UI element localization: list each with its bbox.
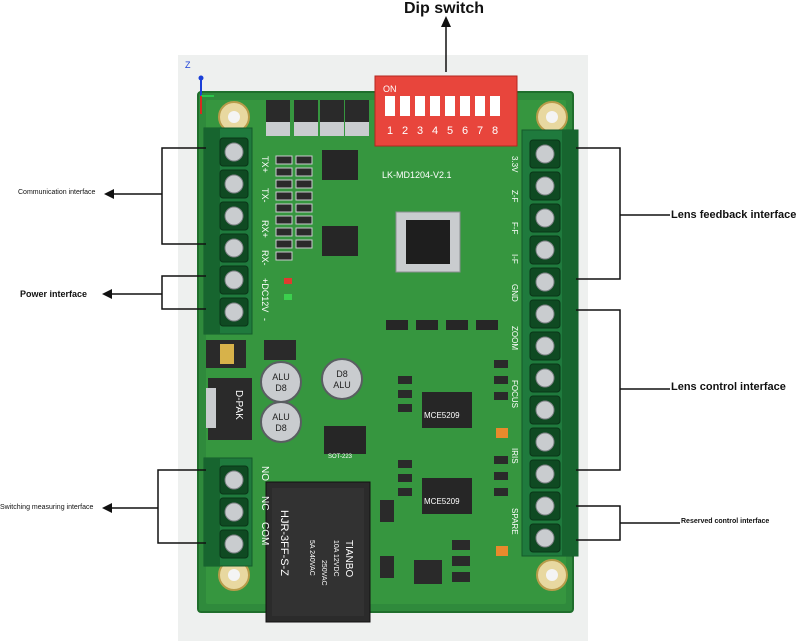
right-pin-label-5: GND <box>510 284 519 302</box>
smd-parts <box>380 360 508 584</box>
left-pin-label-3: RX+ <box>260 220 270 238</box>
dip-num-7: 7 <box>477 125 483 137</box>
diode-row <box>266 100 369 136</box>
cap-2-label: ALU <box>333 380 351 390</box>
switching-measuring-interface-label: Switching measuring interface <box>0 504 94 511</box>
lens-control-interface-label: Lens control interface <box>671 381 786 393</box>
right-ctrl-label-4: SPARE <box>510 508 519 535</box>
dip-num-4: 4 <box>432 125 438 137</box>
dip-switch: ON 1 2 3 4 5 6 7 8 <box>374 75 518 147</box>
right-ctrl-label-3: IRIS <box>510 448 519 464</box>
relay-brand: TIANBO <box>343 540 354 577</box>
relay-pin-no: NO <box>259 466 270 481</box>
axis-indicator <box>198 75 214 114</box>
cap-3-value: D8 <box>275 423 287 433</box>
driver-chip-2-label: MCE5209 <box>424 497 460 506</box>
driver-chip-2 <box>422 478 472 514</box>
relay <box>265 481 371 623</box>
terminal-block-right <box>521 129 579 557</box>
dip-num-6: 6 <box>462 125 468 137</box>
sot-label: SOT-223 <box>328 454 353 460</box>
terminal-block-left-top <box>203 127 253 335</box>
communication-interface-label: Communication interface <box>18 189 96 196</box>
electrolytic-capacitors <box>260 358 363 443</box>
dip-num-1: 1 <box>387 125 393 137</box>
right-ctrl-label-1: ZOOM <box>510 326 519 350</box>
relay-spec-2: 250VAC <box>320 560 327 586</box>
right-pin-label-4: I-F <box>510 254 519 264</box>
sot-regulator <box>324 426 366 454</box>
resistor-arrays <box>386 320 498 330</box>
driver-chip-1-label: MCE5209 <box>424 411 460 420</box>
regulator-label: D-PAK <box>233 390 244 420</box>
lens-feedback-interface-label: Lens feedback interface <box>671 209 797 221</box>
right-pin-label-2: Z-F <box>510 190 519 203</box>
dip-num-5: 5 <box>447 125 453 137</box>
relay-pin-com: COM <box>259 522 270 545</box>
power-interface-label: Power interface <box>20 289 88 299</box>
relay-spec-1: 10A 12VDC <box>332 540 339 577</box>
left-pin-label-4: RX- <box>260 250 270 266</box>
pcb-board-shade <box>206 100 566 604</box>
cap-3-label: ALU <box>272 412 290 422</box>
cap-2-value: D8 <box>336 369 348 379</box>
reserved-control-interface-label: Reserved control interface <box>681 518 770 525</box>
dip-on-label: ON <box>383 84 397 94</box>
terminal-block-left-bottom <box>203 457 253 567</box>
right-pin-label-1: 3.3V <box>510 156 519 173</box>
driver-chip-1 <box>422 392 472 428</box>
cap-1-label: ALU <box>272 372 290 382</box>
left-pin-label-1: TX+ <box>260 156 270 173</box>
relay-spec-3: 5A 240VAC <box>308 540 315 576</box>
status-leds <box>284 278 292 300</box>
board-model-label: LK-MD1204-V2.1 <box>382 170 452 180</box>
dip-num-3: 3 <box>417 125 423 137</box>
right-pin-label-3: F-F <box>510 222 519 235</box>
resistor-column <box>275 155 313 261</box>
left-pin-label-5: +DC12V <box>260 278 270 312</box>
left-pin-label-2: TX- <box>260 188 270 203</box>
mcu-chip <box>395 211 461 273</box>
relay-pin-nc: NC <box>259 496 270 510</box>
callout-arrowheads <box>102 16 451 513</box>
comm-ic-chips <box>322 150 358 256</box>
power-parts <box>206 340 296 440</box>
axis-z-label: Z <box>185 60 191 70</box>
cap-1-value: D8 <box>275 383 287 393</box>
dip-switch-title: Dip switch <box>404 0 485 17</box>
left-pin-label-6: - <box>260 318 270 321</box>
relay-model: HJR-3FF-S-Z <box>278 510 290 576</box>
dip-num-8: 8 <box>492 125 498 137</box>
callout-lines <box>110 24 680 544</box>
mounting-holes <box>218 101 568 591</box>
right-ctrl-label-2: FOCUS <box>510 380 519 408</box>
dip-num-2: 2 <box>402 125 408 137</box>
